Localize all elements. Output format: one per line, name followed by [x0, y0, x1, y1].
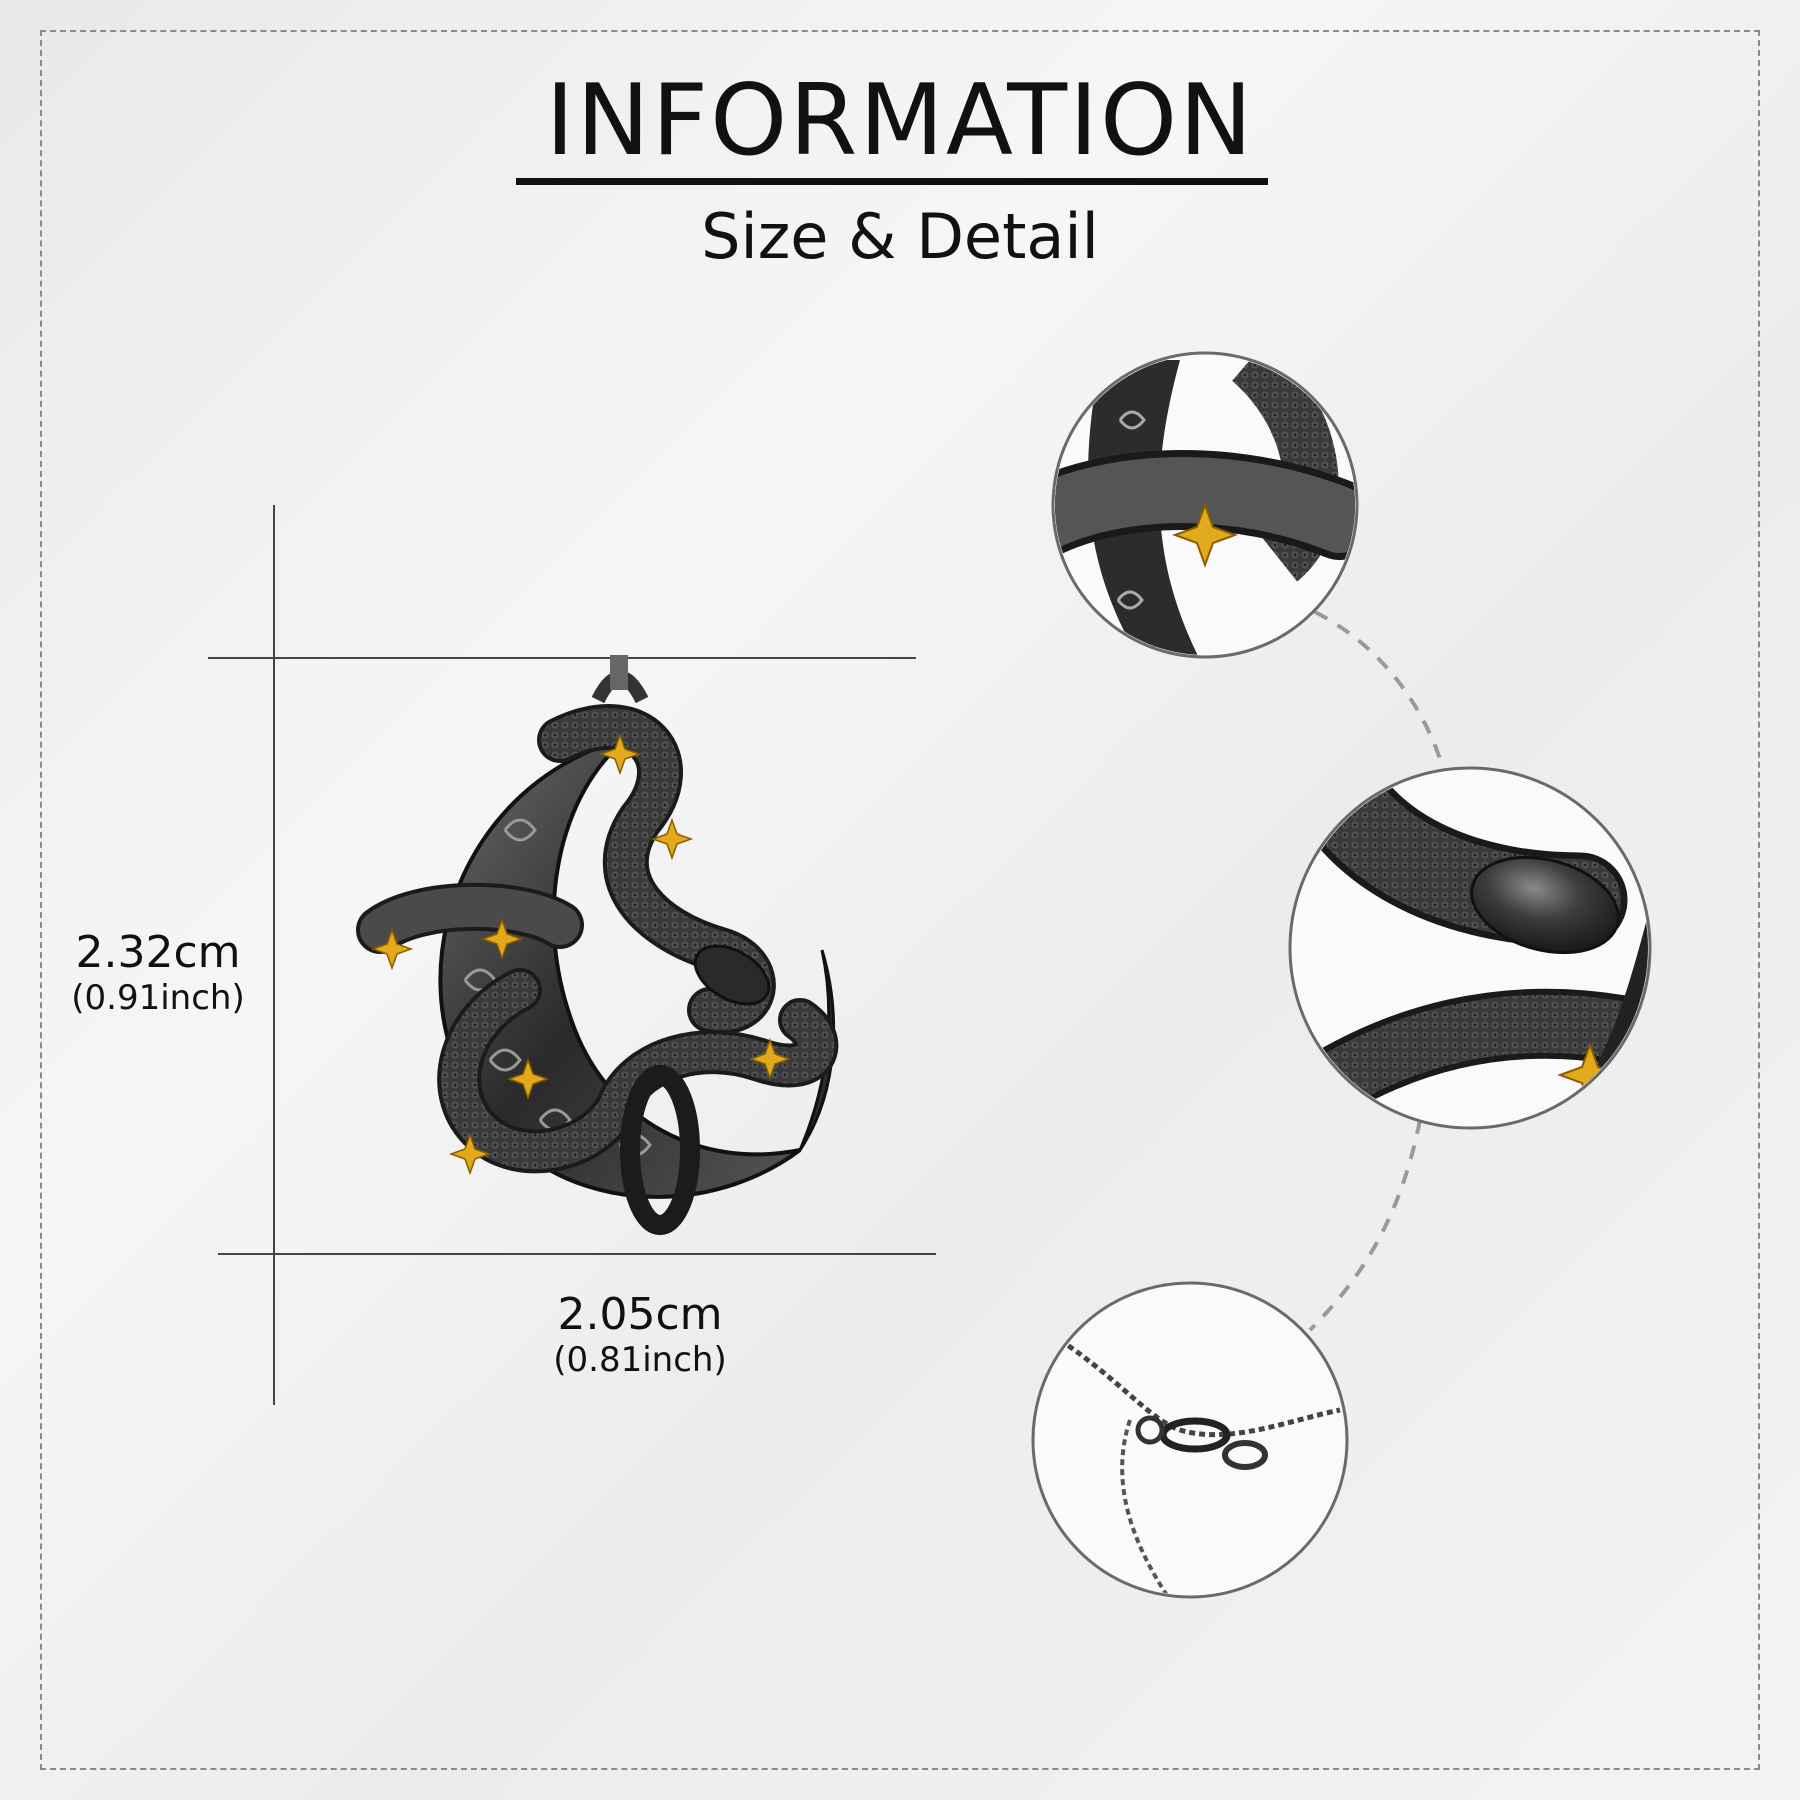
detail-connector-1	[1314, 610, 1447, 776]
height-dimension: 2.32cm (0.91inch)	[58, 927, 258, 1018]
height-metric: 2.32cm	[75, 927, 241, 978]
dashed-frame	[40, 30, 1760, 1770]
width-dimension: 2.05cm (0.81inch)	[520, 1289, 760, 1380]
detail-circle-chain-clasp	[1031, 1281, 1349, 1599]
title-underline	[516, 178, 1268, 185]
height-measure-vertical-line	[273, 505, 275, 1405]
width-imperial: (0.81inch)	[553, 1339, 727, 1380]
top-measure-line	[208, 657, 916, 659]
detail-circle-moon-snake	[1051, 351, 1359, 659]
detail-circle-snake-head	[1288, 766, 1652, 1130]
height-imperial: (0.91inch)	[71, 977, 245, 1018]
pendant-image	[356, 655, 839, 1235]
bottom-measure-line	[218, 1253, 936, 1255]
page-subtitle: Size & Detail	[701, 200, 1099, 273]
width-metric: 2.05cm	[557, 1289, 723, 1340]
page-title: INFORMATION	[545, 64, 1255, 178]
detail-connector-2	[1308, 1119, 1422, 1332]
